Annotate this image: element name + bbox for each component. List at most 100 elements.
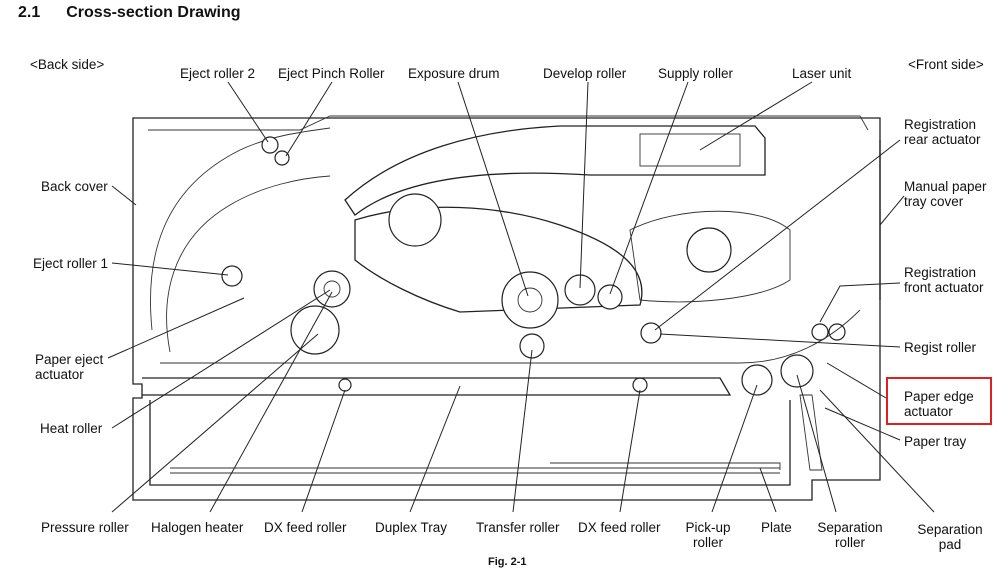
label-paper-tray: Paper tray (904, 434, 967, 449)
leader-heat-roller (111, 289, 331, 429)
label-separation-pad: Separation pad (917, 522, 982, 552)
leader-regist-roller (659, 333, 901, 348)
paper-tray (149, 400, 791, 486)
leader-halogen-heater (209, 291, 333, 513)
label-laser-unit: Laser unit (792, 66, 852, 81)
eject-roller-2 (261, 136, 279, 154)
leader-lines (107, 81, 935, 513)
section-heading: 2.1 Cross-section Drawing (18, 4, 241, 22)
label-separation-pad-line2: pad (938, 537, 962, 552)
section-title: Cross-section Drawing (66, 4, 241, 21)
exposure-drum-hub (517, 287, 543, 313)
label-separation-roller-line1: Separation (817, 520, 883, 535)
label-heat-roller: Heat roller (40, 421, 103, 436)
label-registration-front-actuator: Registration front actuator (904, 265, 984, 295)
label-back-cover: Back cover (41, 179, 108, 194)
label-registration-rear-actuator: Registration rear actuator (904, 117, 981, 147)
leader-eject-roller-2 (227, 81, 269, 143)
label-registration-front-actuator-line2: front actuator (904, 280, 984, 295)
leader-registration-rear-actuator (654, 139, 901, 331)
paper-eject-path (166, 175, 331, 353)
paper-stack (170, 467, 780, 474)
leader-transfer-roller (512, 349, 533, 513)
label-paper-edge-actuator: Paper edge actuator (904, 389, 974, 419)
label-manual-paper-tray-cover-line2: tray cover (904, 194, 964, 209)
leader-develop-roller (579, 81, 589, 289)
registration-actuator-roller (640, 322, 662, 344)
leader-duplex-tray (409, 385, 461, 513)
label-transfer-roller: Transfer roller (476, 520, 560, 535)
label-dx-feed-roller-left: DX feed roller (264, 520, 347, 535)
separation-roller (780, 354, 814, 388)
label-paper-eject-actuator: Paper eject actuator (35, 352, 103, 382)
label-eject-pinch-roller: Eject Pinch Roller (278, 66, 385, 81)
leader-manual-paper-tray-cover (879, 195, 905, 226)
label-halogen-heater: Halogen heater (151, 520, 244, 535)
label-paper-edge-actuator-line2: actuator (904, 404, 953, 419)
figure-caption: Fig. 2-1 (488, 556, 527, 568)
label-plate: Plate (761, 520, 792, 535)
label-separation-pad-line1: Separation (917, 522, 983, 537)
label-registration-front-actuator-line1: Registration (904, 265, 977, 280)
laser-mirror-roller (388, 193, 442, 247)
leader-eject-roller-1 (111, 262, 229, 276)
regist-roller-a (811, 323, 829, 341)
halogen-heater (323, 280, 341, 298)
label-exposure-drum: Exposure drum (408, 66, 500, 81)
back-side-label: <Back side> (30, 57, 105, 72)
leader-paper-eject-actuator (107, 297, 245, 359)
section-number: 2.1 (18, 4, 41, 21)
supply-roller (597, 284, 623, 310)
paper-path (160, 309, 861, 364)
separation-pad (799, 394, 823, 471)
toner-agitator (686, 227, 732, 273)
label-registration-rear-actuator-line2: rear actuator (904, 132, 981, 147)
leader-separation-roller (796, 374, 837, 513)
toner-cartridge (629, 210, 791, 303)
develop-roller (564, 274, 596, 306)
leader-paper-edge-actuator (826, 362, 887, 399)
printer-chassis-outline (132, 117, 881, 501)
heat-roller (313, 270, 351, 308)
leader-supply-roller (609, 81, 689, 295)
label-eject-roller-1: Eject roller 1 (33, 256, 109, 271)
label-manual-paper-tray-cover: Manual paper tray cover (904, 179, 987, 209)
label-manual-paper-tray-cover-line1: Manual paper (904, 179, 987, 194)
label-registration-rear-actuator-line1: Registration (904, 117, 977, 132)
leader-exposure-drum (457, 81, 529, 297)
leader-back-cover (111, 185, 137, 206)
leader-dx-feed-roller-left (301, 389, 346, 513)
leader-laser-unit (699, 81, 813, 151)
label-regist-roller: Regist roller (904, 340, 977, 355)
back-cover-curve (150, 127, 331, 331)
label-pick-up-roller-line1: Pick-up (685, 520, 731, 535)
label-separation-roller-line2: roller (834, 535, 865, 550)
duplex-tray (142, 377, 732, 396)
laser-unit-inner (639, 133, 741, 167)
leader-separation-pad (819, 389, 935, 513)
pick-up-roller (741, 364, 773, 396)
leader-plate (759, 467, 777, 513)
exposure-drum (501, 271, 559, 329)
label-paper-edge-actuator-line1: Paper edge (904, 389, 974, 404)
label-pressure-roller: Pressure roller (41, 520, 129, 535)
dx-feed-roller-left (338, 378, 352, 392)
leader-pick-up-roller (711, 384, 758, 513)
leader-paper-tray (824, 407, 901, 441)
leader-dx-feed-roller-right (619, 389, 641, 513)
leader-eject-pinch-roller (285, 81, 333, 157)
label-duplex-tray: Duplex Tray (375, 520, 448, 535)
label-eject-roller-2: Eject roller 2 (180, 66, 256, 81)
regist-roller-b (828, 323, 846, 341)
paper-edge-actuator-highlight (886, 377, 992, 425)
leader-registration-front-actuator (819, 282, 901, 323)
transfer-roller (519, 333, 545, 359)
eject-roller-1 (221, 265, 243, 287)
dx-feed-roller-right (632, 377, 648, 393)
laser-unit-housing (344, 125, 766, 216)
label-pick-up-roller-line2: roller (692, 535, 724, 550)
inner-frame-top (148, 115, 869, 131)
label-paper-eject-actuator-line2: actuator (35, 367, 84, 382)
label-supply-roller: Supply roller (658, 66, 734, 81)
